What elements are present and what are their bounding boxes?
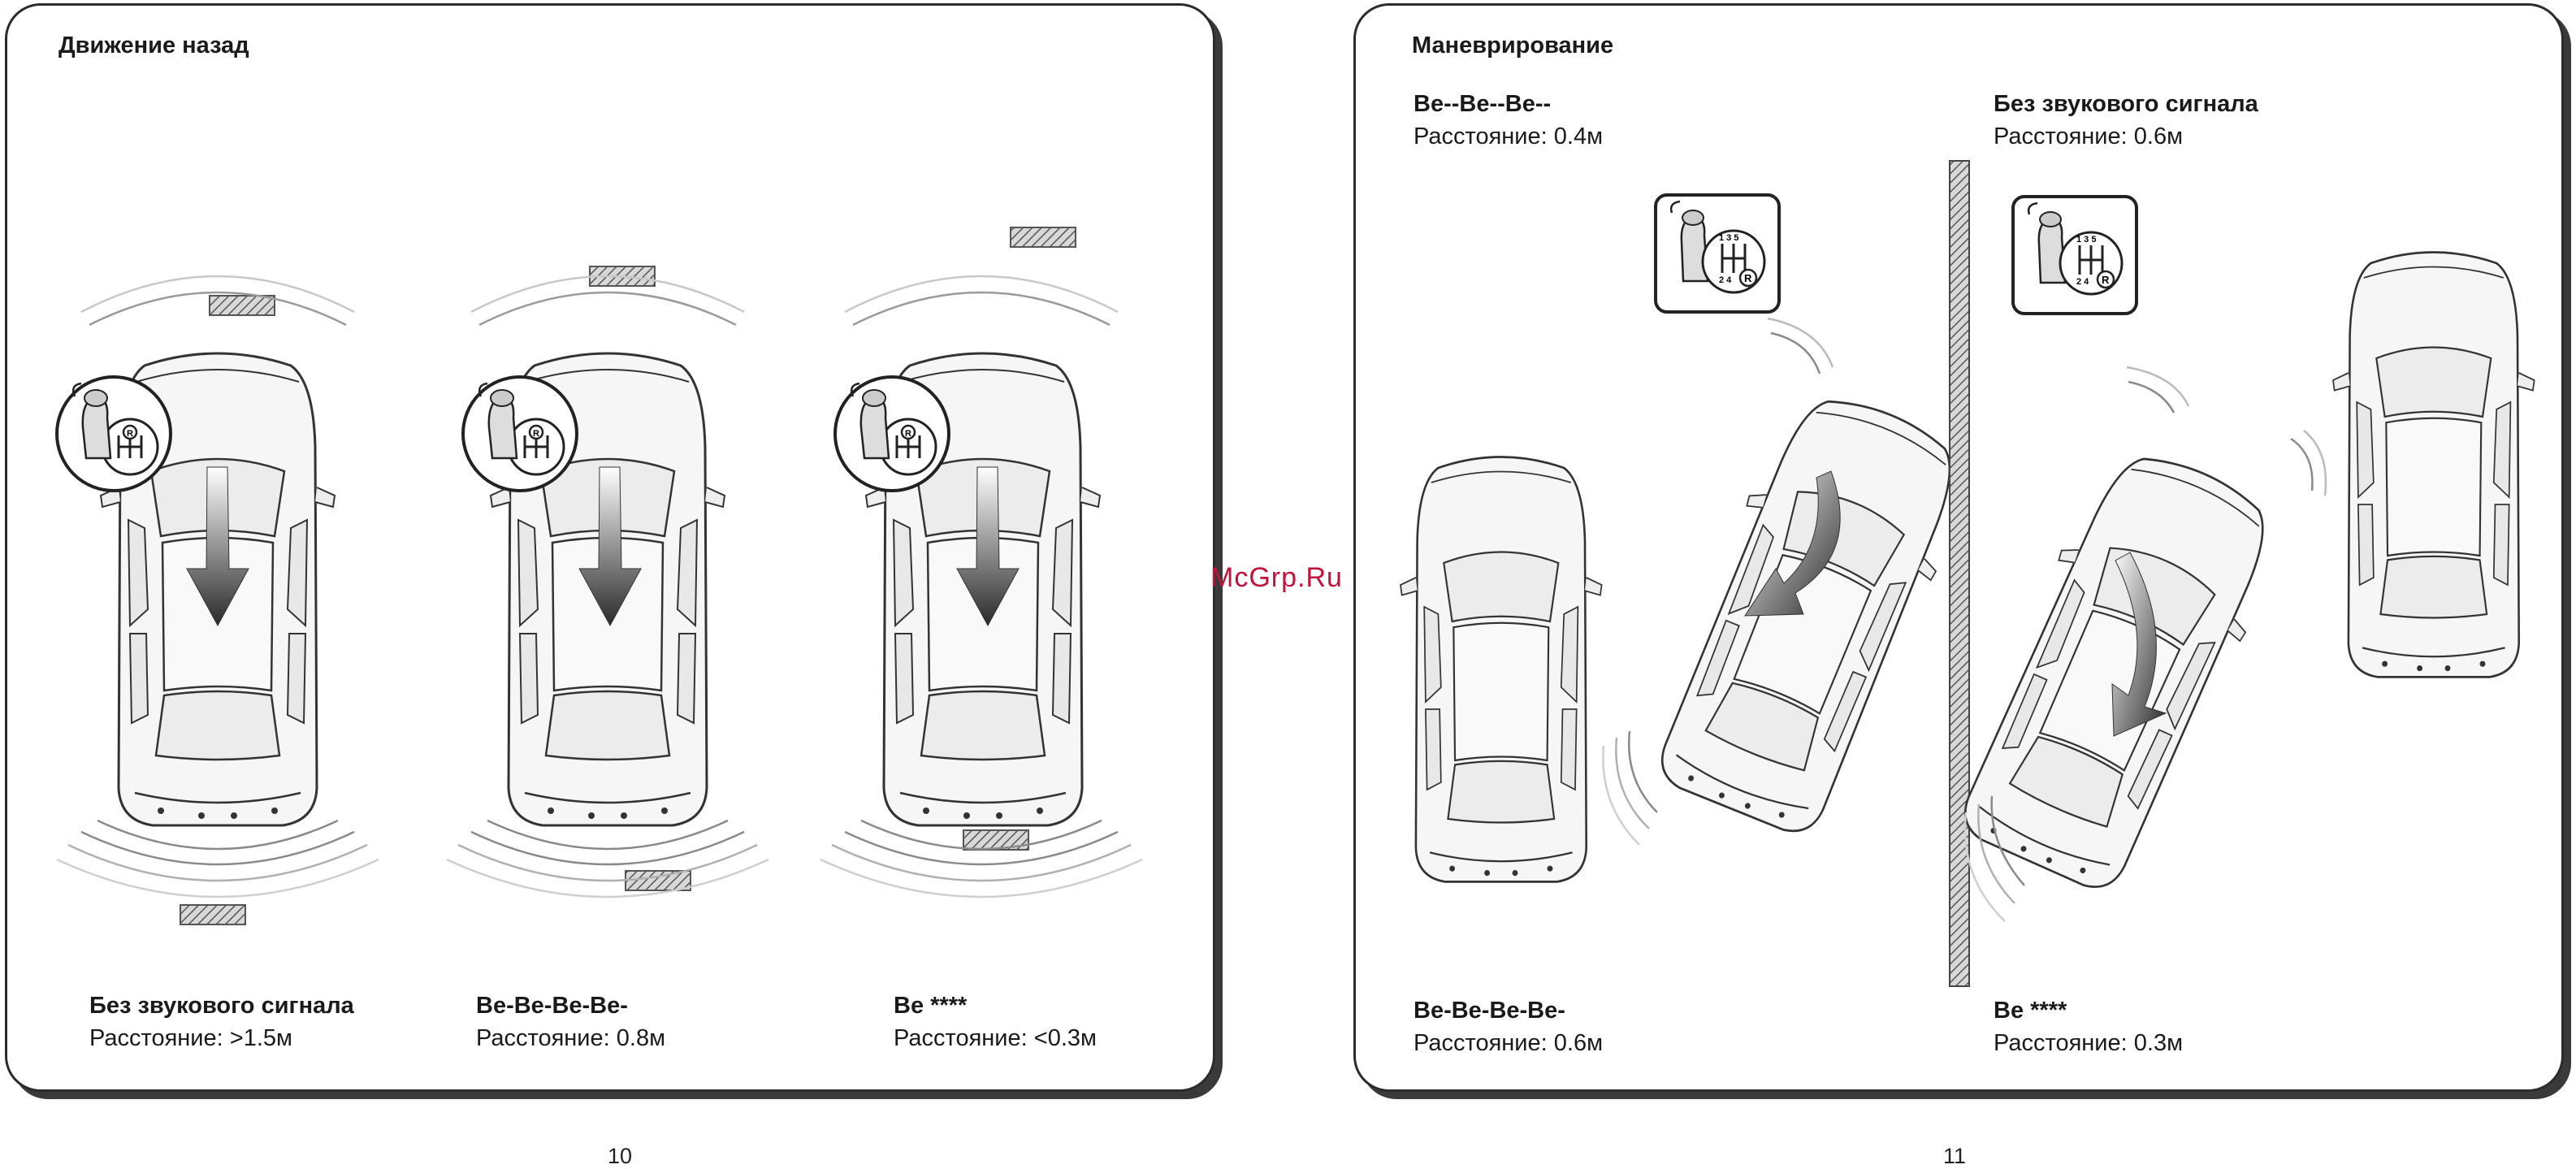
gear-shift-reverse-icon [2013, 197, 2137, 314]
caption-be-be-right: Be-Be-Be-Be- Расстояние: 0.6м [1414, 994, 1603, 1059]
wall-icon [1950, 161, 1969, 986]
watermark: McGrp.Ru [1210, 562, 1343, 594]
caption-be-continuous: Be **** Расстояние: <0.3м [894, 989, 1097, 1054]
caption-signal: Be-Be-Be-Be- [1414, 994, 1603, 1027]
caption-distance: Расстояние: <0.3м [894, 1022, 1097, 1054]
gear-shift-reverse-icon [1656, 195, 1779, 312]
obstacle-icon [1011, 227, 1076, 247]
caption-signal: Be-Be-Be-Be- [476, 989, 665, 1022]
caption-be-be: Be-Be-Be-Be- Расстояние: 0.8м [476, 989, 665, 1054]
caption-distance: Расстояние: 0.8м [476, 1022, 665, 1054]
caption-distance: Расстояние: 0.6м [1414, 1027, 1603, 1059]
caption-signal: Без звукового сигнала [89, 989, 354, 1022]
obstacle-icon [180, 905, 245, 924]
caption-distance: Расстояние: 0.3м [1994, 1027, 2183, 1059]
car-top-view-icon [1401, 457, 1602, 882]
caption-be-be-slow: Be--Be--Be-- Расстояние: 0.4м [1414, 88, 1603, 153]
car-top-view-icon [2333, 253, 2535, 678]
caption-be-continuous-right: Be **** Расстояние: 0.3м [1994, 994, 2183, 1059]
gear-shift-reverse-icon [835, 377, 949, 491]
page-title-reversing: Движение назад [58, 32, 249, 59]
caption-no-signal: Без звукового сигнала Расстояние: >1.5м [89, 989, 354, 1054]
gear-shift-reverse-icon [57, 377, 171, 491]
caption-no-signal-right: Без звукового сигнала Расстояние: 0.6м [1994, 88, 2258, 153]
caption-signal: Без звукового сигнала [1994, 88, 2258, 120]
caption-signal: Be **** [894, 989, 1097, 1022]
caption-distance: Расстояние: 0.4м [1414, 120, 1603, 153]
caption-signal: Be--Be--Be-- [1414, 88, 1603, 120]
obstacle-icon [210, 296, 275, 315]
caption-signal: Be **** [1994, 994, 2183, 1027]
gear-shift-reverse-icon [463, 377, 577, 491]
page-number-left: 10 [608, 1144, 632, 1169]
car-top-view-icon [1639, 377, 1985, 846]
page-number-right: 11 [1943, 1144, 1966, 1169]
caption-distance: Расстояние: >1.5м [89, 1022, 354, 1054]
caption-distance: Расстояние: 0.6м [1994, 120, 2258, 153]
page-title-maneuvering: Маневрирование [1412, 32, 1613, 59]
obstacle-icon [626, 871, 691, 890]
